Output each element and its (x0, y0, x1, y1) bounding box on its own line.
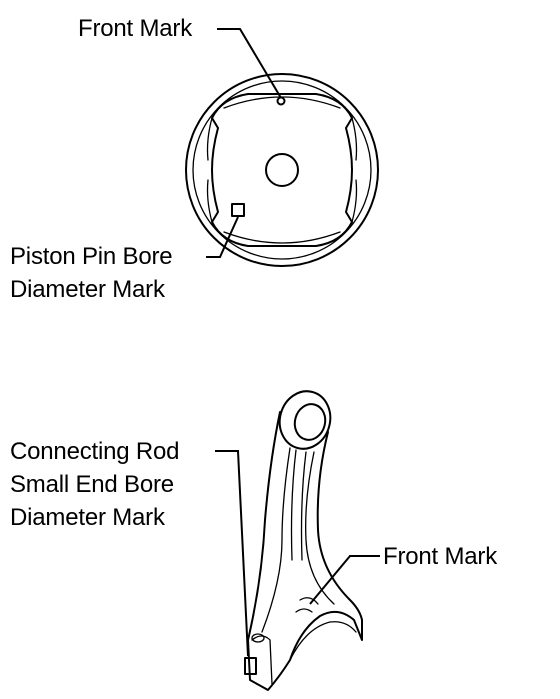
piston-front-mark-label: Front Mark (78, 12, 192, 45)
piston-front-mark-dot (276, 96, 286, 106)
piston-left-pocket-lower (206, 179, 213, 223)
piston-inner-edge (192, 80, 372, 260)
rod-front-mark-bump (299, 597, 319, 605)
rod-beam-web-right (300, 451, 307, 561)
piston-pin-bore-mark-square (231, 203, 245, 217)
piston-left-pocket-upper (206, 117, 213, 161)
piston-pin-bore-label: Piston Pin Bore Diameter Mark (10, 240, 173, 306)
rod-front-mark-label: Front Mark (383, 540, 497, 573)
rod-small-end-outer (278, 390, 332, 450)
piston-top-view (185, 73, 379, 267)
piston-pin-bore-line-2: Diameter Mark (10, 276, 165, 303)
rod-bore-mark-square (244, 657, 257, 675)
piston-center-circle (265, 153, 299, 187)
rod-bore-line-3: Diameter Mark (10, 504, 165, 531)
piston-pin-bore-line-1: Piston Pin Bore (10, 243, 173, 270)
piston-bottom-arc (223, 231, 341, 244)
piston-front-mark-leader (217, 28, 282, 99)
rod-bore-line-2: Small End Bore (10, 471, 174, 498)
rod-beam-web-left (290, 449, 297, 561)
rod-small-end-bore (293, 403, 327, 441)
piston-right-pocket-lower (351, 179, 358, 223)
rod-front-mark-leader (309, 555, 380, 605)
rod-beam-right-edge (316, 431, 363, 621)
rod-bolt-head (251, 633, 265, 643)
piston-right-pocket-upper (351, 117, 358, 161)
rod-small-end-bore-label: Connecting Rod Small End Bore Diameter M… (10, 435, 180, 534)
rod-bore-mark-leader (215, 450, 249, 657)
rod-beam-inner-right (305, 451, 335, 605)
piston-outer-edge (185, 73, 379, 267)
rod-beam-inner-left (261, 447, 291, 633)
rod-big-end-bore-arc (289, 621, 357, 661)
rod-beam-left-edge (247, 411, 281, 641)
rod-front-mark-bump-2 (295, 608, 313, 613)
piston-front-mark-text: Front Mark (78, 15, 193, 42)
connecting-rod (244, 390, 363, 691)
rod-bore-line-1: Connecting Rod (10, 438, 180, 465)
piston-pin-bore-leader (206, 216, 239, 258)
rod-front-mark-text: Front Mark (383, 543, 498, 570)
piston-crown-relief (211, 93, 353, 247)
rod-big-end-outline (247, 610, 363, 691)
